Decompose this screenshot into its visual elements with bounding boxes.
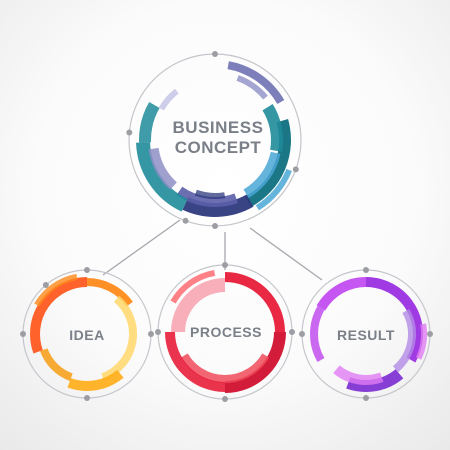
idea-node-segment-1 [30, 277, 88, 354]
idea-node-dot-1 [84, 267, 90, 273]
result-node-segment-1 [316, 277, 367, 311]
idea-node-segment-3 [101, 295, 137, 381]
connector-main-to-result [249, 227, 323, 281]
main-node-label-line1: BUSINESS [173, 118, 264, 137]
process-node-segment-1 [224, 272, 285, 333]
idea-node-segment-6 [34, 273, 78, 307]
main-node-dot-1 [212, 51, 218, 57]
process-node-segment-4 [165, 331, 226, 392]
process-node: PROCESS [155, 262, 295, 402]
main-node: BUSINESS CONCEPT [126, 51, 302, 229]
main-node-segment-8 [139, 102, 160, 143]
process-node-dot-3 [222, 396, 228, 402]
main-node-segment-4 [182, 194, 254, 217]
result-node-dots [299, 267, 433, 401]
main-node-segment-10 [227, 61, 285, 105]
process-node-dot-2 [289, 329, 295, 335]
main-node-segment-5 [176, 186, 238, 207]
connector-main-to-idea [102, 219, 181, 276]
process-node-label: PROCESS [190, 324, 262, 340]
result-node-dot-1 [363, 267, 369, 273]
idea-node-dots [20, 267, 154, 401]
result-node-segment-3 [392, 309, 416, 373]
main-node-dot-5 [126, 129, 133, 136]
process-node-segment-5 [171, 278, 226, 333]
main-node-segment-2 [262, 103, 283, 152]
result-node-segment-6 [310, 306, 325, 362]
result-node-segment-5 [333, 365, 384, 385]
result-node-segment-7 [415, 323, 427, 360]
idea-node-segment-4 [67, 369, 124, 391]
main-node-dots [126, 51, 299, 229]
process-node-dot-4 [155, 329, 161, 335]
result-node-dot-3 [363, 395, 369, 401]
idea-node: IDEA [20, 267, 154, 401]
result-node-segment-2 [365, 277, 423, 363]
result-node-dot-2 [427, 331, 433, 337]
result-node: RESULT [299, 267, 433, 401]
process-node-segments [165, 269, 286, 393]
idea-node-dot-4 [20, 331, 26, 337]
main-node-segment-13 [194, 189, 226, 199]
idea-node-segment-5 [40, 348, 73, 381]
main-node-segment-1 [244, 119, 291, 208]
main-node-dot-2 [292, 166, 299, 173]
idea-node-dot-5 [42, 281, 49, 288]
main-node-segment-3 [243, 151, 281, 199]
main-node-segment-12 [255, 168, 292, 211]
main-node-segment-7 [148, 147, 178, 190]
idea-node-segments [30, 273, 137, 391]
result-node-segment-4 [346, 369, 404, 392]
main-node-segment-6 [136, 142, 188, 212]
result-node-segments [310, 277, 427, 392]
result-node-dot-4 [299, 331, 305, 337]
process-node-segment-6 [170, 269, 216, 304]
main-node-dot-3 [212, 223, 218, 229]
idea-node-dot-2 [148, 331, 154, 337]
idea-node-segment-2 [86, 278, 133, 307]
main-node-segments [136, 61, 292, 217]
result-node-label: RESULT [337, 327, 395, 343]
process-node-segment-2 [224, 331, 286, 393]
idea-node-label: IDEA [69, 327, 104, 343]
process-node-segment-3 [180, 353, 270, 383]
idea-node-dot-3 [84, 395, 90, 401]
process-node-dot-1 [222, 262, 228, 268]
main-node-segment-11 [236, 75, 268, 100]
process-node-dots [155, 262, 295, 402]
main-node-label-line2: CONCEPT [175, 138, 262, 157]
main-node-dot-4 [182, 217, 189, 224]
main-node-segment-9 [158, 88, 179, 111]
